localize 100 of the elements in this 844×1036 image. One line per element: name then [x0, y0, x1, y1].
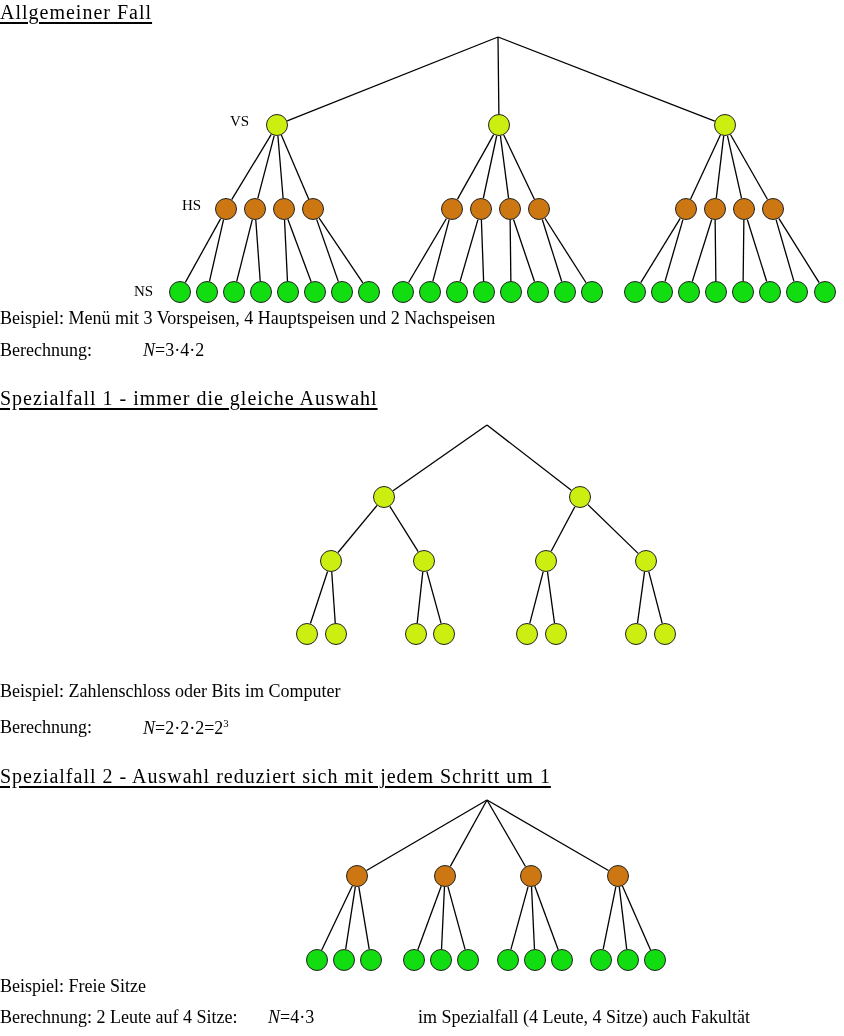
tree-node-circle — [304, 281, 326, 303]
tree-branch-line — [690, 134, 721, 200]
tree-branch-line — [714, 219, 717, 282]
tree-branch-line — [345, 886, 356, 950]
tree-node-circle — [635, 550, 657, 572]
tree-node-circle — [434, 865, 456, 887]
tree-node-circle — [325, 623, 347, 645]
tree-node-circle — [296, 623, 318, 645]
tree-branch-line — [775, 218, 795, 283]
tree-node-circle — [405, 623, 427, 645]
tree-branch-line — [283, 219, 289, 282]
tree-branch-line — [499, 135, 510, 199]
tree-branch-line — [746, 218, 768, 283]
tree-node-circle — [814, 281, 836, 303]
tree-node-circle — [551, 949, 573, 971]
tree-node-circle — [732, 281, 754, 303]
body-text: im Spezialfall (4 Leute, 4 Sitze) auch Fakultät — [418, 1007, 750, 1029]
tree-node-circle — [273, 198, 295, 220]
section-heading: Allgemeiner Fall — [0, 0, 153, 24]
section-heading: Spezialfall 2 - Auswahl reduziert sich mit jedem Schritt um 1 — [0, 764, 551, 788]
body-text: Berechnung: — [0, 340, 92, 362]
tree-node-circle — [497, 949, 519, 971]
tree-node-circle — [528, 198, 550, 220]
tree-node-circle — [786, 281, 808, 303]
tree-node-circle — [654, 623, 676, 645]
tree-node-circle — [590, 949, 612, 971]
tree-branch-line — [407, 217, 448, 284]
tree-node-circle — [244, 198, 266, 220]
tree-node-circle — [250, 281, 272, 303]
tree-branch-line — [416, 571, 424, 624]
tree-node-circle — [360, 949, 382, 971]
tree-branch-line — [184, 217, 222, 284]
tree-branch-line — [286, 36, 499, 122]
tree-branch-line — [715, 135, 725, 199]
tree-node-circle — [527, 281, 549, 303]
tree-node-circle — [346, 865, 368, 887]
tree-node-circle — [196, 281, 218, 303]
tree-branch-line — [503, 134, 535, 200]
tree-branch-line — [231, 133, 272, 201]
tree-node-circle — [520, 865, 542, 887]
body-text: Beispiel: Freie Sitze — [0, 976, 146, 998]
tree-branch-line — [742, 219, 745, 282]
tree-node-circle — [419, 281, 441, 303]
tree-branch-line — [365, 799, 488, 872]
tree-node-circle — [625, 623, 647, 645]
level-label: VS — [230, 112, 250, 130]
tree-branch-line — [392, 424, 488, 492]
tree-node-circle — [223, 281, 245, 303]
tree-branch-line — [729, 133, 769, 201]
body-text: Beispiel: Zahlenschloss oder Bits im Computer — [0, 681, 341, 703]
tree-node-circle — [714, 114, 736, 136]
tree-branch-line — [440, 886, 446, 950]
tree-node-circle — [535, 550, 557, 572]
tree-branch-line — [449, 799, 488, 867]
tree-branch-line — [486, 799, 527, 868]
level-label: HS — [182, 196, 202, 214]
tree-node-circle — [403, 949, 425, 971]
tree-node-circle — [413, 550, 435, 572]
tree-node-circle — [499, 198, 521, 220]
tree-branch-line — [726, 135, 743, 199]
tree-node-circle — [441, 198, 463, 220]
tree-node-circle — [358, 281, 380, 303]
tree-node-circle — [759, 281, 781, 303]
tree-branch-line — [618, 886, 628, 950]
body-text: Beispiel: Menü mit 3 Vorspeisen, 4 Hauptspeisen und 2 Nachspeisen — [0, 308, 496, 330]
tree-branch-line — [636, 571, 646, 624]
tree-branch-line — [426, 570, 442, 625]
tree-node-circle — [306, 949, 328, 971]
formula: N=4·3 — [268, 1007, 315, 1029]
tree-branch-line — [486, 424, 572, 491]
tree-node-circle — [624, 281, 646, 303]
tree-branch-line — [337, 504, 378, 554]
tree-branch-line — [546, 571, 556, 624]
tree-node-circle — [678, 281, 700, 303]
tree-branch-line — [316, 218, 339, 283]
tree-node-circle — [581, 281, 603, 303]
tree-node-circle — [607, 865, 629, 887]
tree-branch-line — [456, 133, 495, 201]
section-heading: Spezialfall 1 - immer die gleiche Auswahl — [0, 386, 378, 410]
tree-branch-line — [534, 885, 559, 951]
tree-branch-line — [309, 570, 329, 625]
tree-node-circle — [277, 281, 299, 303]
tree-branch-line — [497, 36, 500, 115]
tree-branch-line — [664, 218, 684, 283]
tree-branch-line — [358, 886, 370, 950]
tree-node-circle — [446, 281, 468, 303]
tree-branch-line — [541, 218, 563, 283]
tree-branch-line — [544, 217, 587, 284]
tree-node-circle — [488, 114, 510, 136]
level-label: NS — [134, 282, 154, 300]
tree-branch-line — [486, 799, 610, 872]
tree-branch-line — [208, 219, 225, 282]
tree-branch-line — [331, 571, 336, 624]
tree-branch-line — [602, 886, 617, 950]
tree-branch-line — [482, 135, 498, 199]
tree-branch-line — [509, 219, 512, 282]
tree-node-circle — [302, 198, 324, 220]
tree-node-circle — [373, 486, 395, 508]
tree-node-circle — [705, 281, 727, 303]
tree-branch-line — [257, 135, 275, 199]
